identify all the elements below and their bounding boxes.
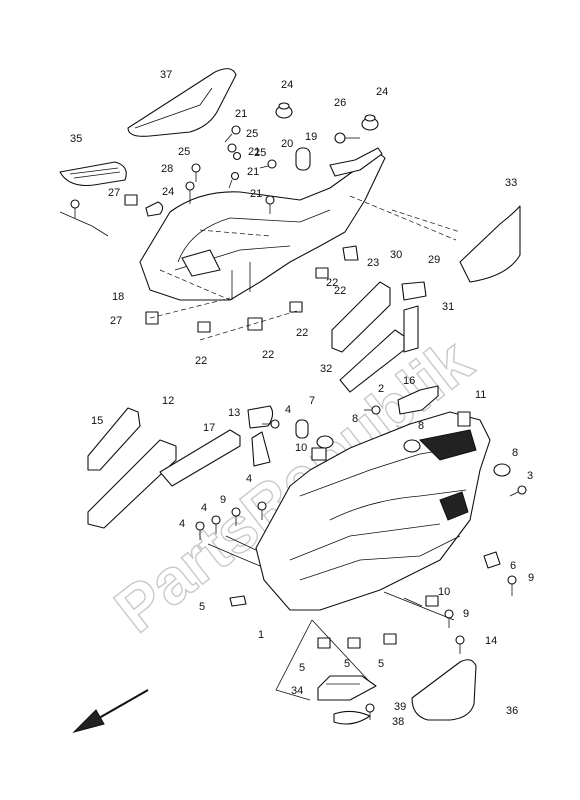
part-number-label: 9 bbox=[528, 572, 534, 584]
part-number-label: 22 bbox=[334, 285, 346, 297]
part-number-label: 8 bbox=[418, 420, 424, 432]
part-number-label: 23 bbox=[367, 257, 379, 269]
part-number-label: 5 bbox=[344, 658, 350, 670]
part-number-label: 12 bbox=[162, 395, 174, 407]
part-number-label: 9 bbox=[463, 608, 469, 620]
part-number-label: 2 bbox=[378, 383, 384, 395]
parts-29-32-pads bbox=[331, 281, 427, 393]
part-number-label: 3 bbox=[527, 470, 533, 482]
part-number-label: 4 bbox=[246, 473, 252, 485]
part-number-label: 21 bbox=[248, 146, 260, 158]
part-number-label: 17 bbox=[203, 422, 215, 434]
part-number-label: 4 bbox=[285, 404, 291, 416]
part-number-label: 35 bbox=[70, 133, 82, 145]
part-number-label: 16 bbox=[403, 375, 415, 387]
part-18-upper-body bbox=[139, 147, 386, 301]
part-number-label: 6 bbox=[510, 560, 516, 572]
part-number-label: 11 bbox=[475, 389, 486, 401]
part-number-label: 5 bbox=[199, 601, 205, 613]
part-number-label: 13 bbox=[228, 407, 240, 419]
part-37-side-cover bbox=[127, 68, 237, 137]
part-number-label: 8 bbox=[512, 447, 518, 459]
part-number-label: 20 bbox=[281, 138, 293, 150]
part-number-label: 8 bbox=[352, 413, 358, 425]
part-number-label: 22 bbox=[195, 355, 207, 367]
part-number-label: 5 bbox=[378, 658, 384, 670]
part-number-label: 27 bbox=[108, 187, 120, 199]
part-number-label: 4 bbox=[201, 502, 207, 514]
part-number-label: 10 bbox=[295, 442, 307, 454]
part-number-label: 22 bbox=[326, 277, 338, 289]
part-number-label: 33 bbox=[505, 177, 517, 189]
part-16-pad bbox=[397, 385, 439, 415]
part-number-label: 31 bbox=[442, 301, 454, 313]
upper-fasteners bbox=[70, 102, 379, 333]
part-number-label: 32 bbox=[320, 363, 332, 375]
lower-leader-lines bbox=[207, 535, 455, 701]
part-number-label: 25 bbox=[254, 147, 266, 159]
part-number-label: 36 bbox=[506, 705, 518, 717]
part-number-label: 9 bbox=[220, 494, 226, 506]
part-number-label: 18 bbox=[112, 291, 124, 303]
part-number-label: 21 bbox=[250, 188, 262, 200]
part-number-label: 15 bbox=[91, 415, 103, 427]
part-number-label: 29 bbox=[428, 254, 440, 266]
part-1-floor-board bbox=[255, 411, 491, 611]
part-number-label: 1 bbox=[258, 629, 264, 641]
part-number-label: 10 bbox=[438, 586, 450, 598]
part-number-label: 7 bbox=[309, 395, 315, 407]
part-number-label: 21 bbox=[247, 166, 259, 178]
part-number-label: 25 bbox=[178, 146, 190, 158]
part-33-side-panel bbox=[459, 205, 521, 283]
part-number-label: 24 bbox=[376, 86, 388, 98]
part-number-label: 34 bbox=[291, 685, 303, 697]
part-number-label: 25 bbox=[246, 128, 258, 140]
part-number-label: 27 bbox=[110, 315, 122, 327]
part-number-label: 38 bbox=[392, 716, 404, 728]
part-number-label: 14 bbox=[485, 635, 497, 647]
part-number-label: 4 bbox=[179, 518, 185, 530]
lower-fasteners bbox=[195, 405, 527, 720]
part-number-label: 5 bbox=[299, 662, 305, 674]
part-number-label: 21 bbox=[235, 108, 247, 120]
part-number-label: 22 bbox=[296, 327, 308, 339]
front-direction-arrow-icon bbox=[72, 689, 149, 733]
part-number-label: 28 bbox=[161, 163, 173, 175]
part-number-label: 19 bbox=[305, 131, 317, 143]
part-number-label: 39 bbox=[394, 701, 406, 713]
part-number-label: 26 bbox=[334, 97, 346, 109]
part-number-label: 37 bbox=[160, 69, 172, 81]
upper-leader-lines bbox=[59, 195, 461, 341]
parts-12-15-17-pads bbox=[87, 405, 274, 529]
part-number-label: 24 bbox=[162, 186, 174, 198]
part-35-grille bbox=[59, 161, 127, 187]
part-number-label: 30 bbox=[390, 249, 402, 261]
parts-34-36-38-covers bbox=[317, 659, 477, 725]
part-number-label: 22 bbox=[262, 349, 274, 361]
part-number-label: 24 bbox=[281, 79, 293, 91]
